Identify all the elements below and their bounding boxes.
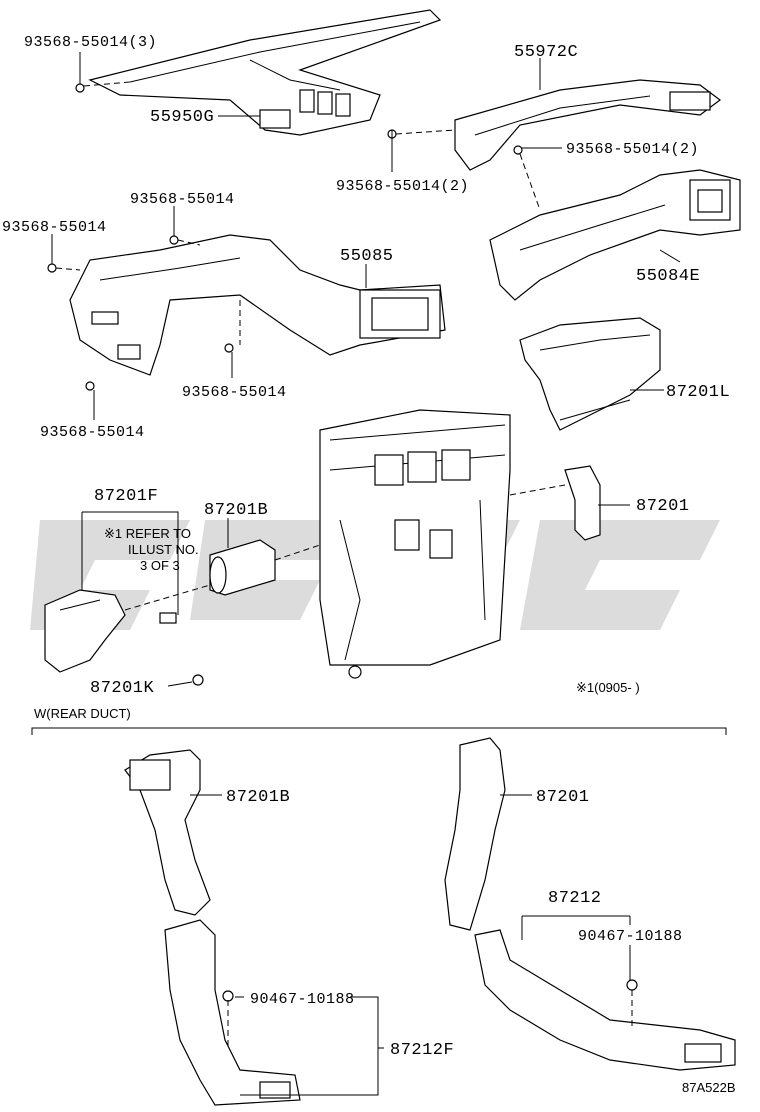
rear-duct-section-frame xyxy=(31,727,727,735)
part-87201b-top-drawing xyxy=(209,539,276,596)
label-55085: 55085 xyxy=(340,247,394,266)
label-87201l: 87201L xyxy=(666,383,730,402)
label-87201k: 87201K xyxy=(90,679,155,698)
section-title: W(REAR DUCT) xyxy=(34,706,131,721)
part-87201b-bottom-drawing xyxy=(124,749,211,916)
label-93568-55014-a: 93568-55014 xyxy=(130,191,235,208)
part-55972c-drawing xyxy=(387,79,721,171)
part-87201f-drawing xyxy=(44,589,204,686)
part-55085-drawing xyxy=(47,234,446,391)
label-93568-55014-3: 93568-55014(3) xyxy=(24,34,157,51)
label-55972c: 55972C xyxy=(514,43,578,62)
label-55950g: 55950G xyxy=(150,108,214,127)
hvac-unit-drawing xyxy=(319,409,511,679)
date-range-note: ※1(0905- ) xyxy=(576,680,640,695)
part-55084e-drawing xyxy=(489,145,741,301)
part-87212f-drawing xyxy=(164,919,301,1106)
label-90467-10188-left: 90467-10188 xyxy=(250,991,355,1008)
refer-note-line2: ILLUST NO. xyxy=(128,542,199,557)
label-93568-55014-2a: 93568-55014(2) xyxy=(336,178,469,195)
label-87201-bottom: 87201 xyxy=(536,788,590,807)
label-87212: 87212 xyxy=(548,889,602,908)
label-93568-55014-2b: 93568-55014(2) xyxy=(566,141,699,158)
figure-code: 87A522B xyxy=(682,1080,736,1095)
part-87201-bottom-drawing xyxy=(444,737,506,931)
label-87201b-top: 87201B xyxy=(204,501,268,520)
label-87201b-bottom: 87201B xyxy=(226,788,290,807)
part-87212-drawing xyxy=(474,929,736,1071)
part-87201l-drawing xyxy=(519,317,661,431)
label-87201-top: 87201 xyxy=(636,497,690,516)
part-87201-top-drawing xyxy=(564,465,601,541)
label-90467-10188-right: 90467-10188 xyxy=(578,928,683,945)
label-93568-55014-d: 93568-55014 xyxy=(40,424,145,441)
refer-note-line3: 3 OF 3 xyxy=(140,558,180,573)
leader-lines xyxy=(51,52,681,1096)
label-55084e: 55084E xyxy=(636,267,700,286)
label-93568-55014-b: 93568-55014 xyxy=(2,219,107,236)
refer-note-line1: ※1 REFER TO xyxy=(104,526,191,541)
label-87201f: 87201F xyxy=(94,487,158,506)
label-93568-55014-c: 93568-55014 xyxy=(182,384,287,401)
label-87212f: 87212F xyxy=(390,1041,454,1060)
